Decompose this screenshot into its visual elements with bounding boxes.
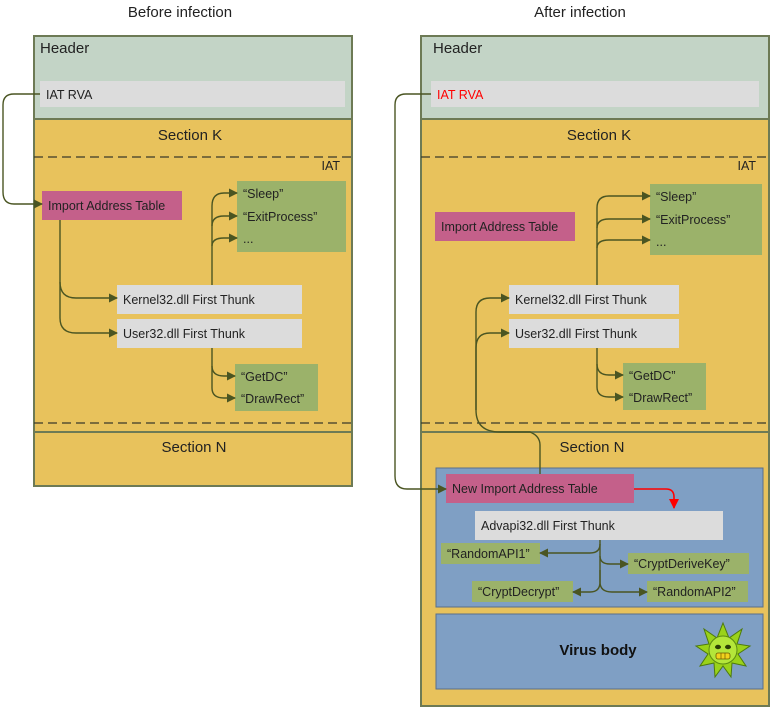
before-kernel-thunk-label: Kernel32.dll First Thunk <box>123 293 256 307</box>
func-randomapi1: “RandomAPI1” <box>447 547 530 561</box>
before-func-ellipsis: ... <box>243 232 253 246</box>
before-kernel-funcs-box <box>237 181 346 252</box>
new-iat-red-arrow <box>634 488 679 509</box>
before-iat-rva-label: IAT RVA <box>46 88 93 102</box>
func-randomapi2: “RandomAPI2” <box>653 585 736 599</box>
before-arrow-ellipsis <box>211 233 238 247</box>
advapi-arrow-randomapi2 <box>599 570 648 597</box>
after-func-getdc: “GetDC” <box>629 369 676 383</box>
new-import-table-box <box>446 474 634 503</box>
before-iat-rva-to-table-arrow <box>2 93 43 209</box>
after-kernel-funcs-box <box>650 184 762 255</box>
advapi-thunk-label: Advapi32.dll First Thunk <box>481 519 616 533</box>
before-arrow-drawrect <box>211 366 236 403</box>
after-section-n-label: Section N <box>559 439 624 456</box>
before-user-thunk-box <box>117 319 302 348</box>
func-cryptdecrypt-box <box>472 581 573 602</box>
func-cryptderivekey: “CryptDeriveKey” <box>634 557 730 571</box>
before-kernel-thunk-box <box>117 285 302 314</box>
before-section-k-label: Section K <box>158 127 222 144</box>
after-kernel-thunk-label: Kernel32.dll First Thunk <box>515 293 648 307</box>
after-arrow-exitprocess <box>596 214 651 229</box>
after-func-sleep: “Sleep” <box>656 190 696 204</box>
after-func-drawrect: “DrawRect” <box>629 391 692 405</box>
before-func-exitprocess: “ExitProcess” <box>243 210 317 224</box>
before-header-label: Header <box>40 40 89 57</box>
after-kernel-thunk-box <box>509 285 679 314</box>
before-infection-title: Before infection <box>128 4 232 21</box>
func-randomapi1-box <box>441 543 540 564</box>
after-user-thunk-label: User32.dll First Thunk <box>515 327 638 341</box>
before-section-n <box>33 431 353 487</box>
before-user-thunk-label: User32.dll First Thunk <box>123 327 246 341</box>
after-iat-rva-label: IAT RVA <box>437 88 484 102</box>
before-arrow-sleep <box>211 188 238 207</box>
func-cryptdecrypt: “CryptDecrypt” <box>478 585 559 599</box>
after-user-funcs-box <box>623 363 706 410</box>
func-randomapi2-box <box>647 581 748 602</box>
before-iat-rva-box <box>40 81 345 107</box>
before-func-sleep: “Sleep” <box>243 187 283 201</box>
after-import-table-box <box>435 212 575 241</box>
virus-icon <box>694 621 752 679</box>
virus-body-label: Virus body <box>559 642 637 659</box>
after-iat-tag: IAT <box>737 159 756 173</box>
before-arrow-exitprocess <box>211 211 238 227</box>
after-section-k-label: Section K <box>567 127 631 144</box>
after-iat-rva-box <box>431 81 759 107</box>
before-func-drawrect: “DrawRect” <box>241 392 304 406</box>
after-section-k <box>420 118 770 433</box>
after-panel: Header IAT RVA Section K IAT Section N I… <box>394 35 770 707</box>
before-iat-tag: IAT <box>321 159 340 173</box>
after-import-table-label: Import Address Table <box>441 220 558 234</box>
before-func-getdc: “GetDC” <box>241 370 288 384</box>
after-arrow-drawrect <box>596 364 624 402</box>
after-user-thunk-box <box>509 319 679 348</box>
before-import-table-label: Import Address Table <box>48 199 165 213</box>
before-import-table-box <box>42 191 182 220</box>
after-func-exitprocess: “ExitProcess” <box>656 213 730 227</box>
before-user-funcs-box <box>235 364 318 411</box>
advapi-thunk-box <box>475 511 723 540</box>
after-arrow-ellipsis <box>596 235 651 249</box>
after-infection-title: After infection <box>534 4 626 21</box>
before-table-to-user-arrow <box>59 282 118 338</box>
func-cryptderivekey-box <box>628 553 749 574</box>
after-iat-rva-to-new-table-arrow <box>394 93 447 494</box>
new-iat-to-user-thunk-arrow <box>475 328 510 410</box>
new-iat-to-kernel-thunk-arrow <box>475 293 541 474</box>
before-section-n-label: Section N <box>161 439 226 456</box>
after-arrow-sleep <box>596 191 651 209</box>
after-header-label: Header <box>433 40 482 57</box>
after-func-ellipsis: ... <box>656 235 666 249</box>
before-panel: Header IAT RVA Section K IAT Section N I… <box>2 35 353 487</box>
new-import-table-label: New Import Address Table <box>452 482 598 496</box>
